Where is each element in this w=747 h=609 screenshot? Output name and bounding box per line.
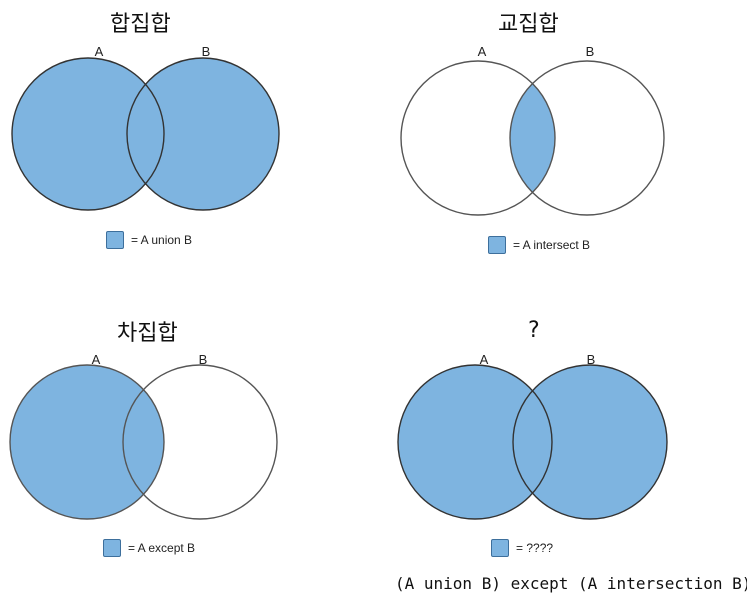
venn-diagram-xor <box>397 364 668 520</box>
b-only-region <box>513 365 668 519</box>
venn-diagram-intersect <box>400 60 665 216</box>
circle-b-outline <box>512 364 668 520</box>
legend-swatch <box>491 539 509 557</box>
legend-union: = A union B <box>106 231 192 249</box>
panel-title-except: 차집합 <box>117 321 178 346</box>
legend-swatch <box>103 539 121 557</box>
circle-a-outline <box>397 364 553 520</box>
panel-title-union: 합집합 <box>110 12 171 37</box>
legend-swatch <box>106 231 124 249</box>
circle-a-outline <box>9 364 165 520</box>
set-a-label: A <box>477 44 487 59</box>
set-b-label: B <box>585 44 595 59</box>
circle-a-outline <box>400 60 556 216</box>
set-b-label: B <box>201 44 211 59</box>
circle-b-outline <box>126 57 280 211</box>
legend-text: = A except B <box>128 541 196 555</box>
circle-b-outline <box>509 60 665 216</box>
legend-xor: = ???? <box>491 539 553 557</box>
legend-text: = ???? <box>516 541 554 555</box>
circle-a-fill <box>12 58 164 210</box>
caption: (A union B) except (A intersection B) <box>395 574 747 593</box>
legend-text: = A union B <box>131 233 193 247</box>
legend-intersect: = A intersect B <box>488 236 590 254</box>
circle-b-fill <box>127 58 279 210</box>
legend-swatch <box>488 236 506 254</box>
set-a-label: A <box>94 44 104 59</box>
panel-title-intersect: 교집합 <box>498 12 559 37</box>
set-b-label: B <box>198 352 208 367</box>
circle-b-outline <box>122 364 278 520</box>
legend-text: = A intersect B <box>513 238 591 252</box>
set-a-label: A <box>479 352 489 367</box>
a-only-region <box>10 365 165 519</box>
intersection-region <box>510 83 555 193</box>
panel-title-question: ? <box>528 318 540 343</box>
set-a-label: A <box>91 352 101 367</box>
circle-a-outline <box>11 57 165 211</box>
legend-except: = A except B <box>103 539 195 557</box>
a-only-region <box>398 365 552 519</box>
venn-diagram-union <box>11 57 280 211</box>
set-b-label: B <box>586 352 596 367</box>
venn-diagram-except <box>9 364 278 520</box>
